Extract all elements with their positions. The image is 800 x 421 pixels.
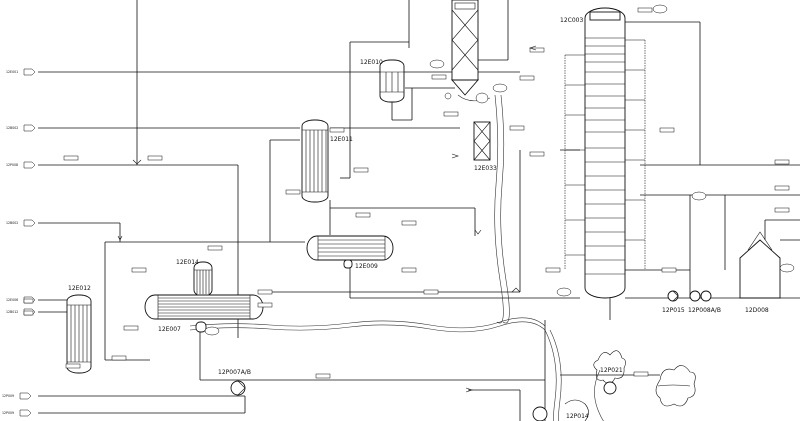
exchanger-12e012[interactable]: 12E012 bbox=[66, 285, 92, 374]
exchanger-12e033[interactable]: 12E033 bbox=[473, 121, 497, 172]
label-12e011: 12E011 bbox=[330, 136, 353, 143]
label-12c003: 12C003 bbox=[560, 17, 583, 24]
label-12e014: 12E014 bbox=[176, 259, 199, 266]
pump-12p007[interactable]: 12P007A/B bbox=[218, 369, 251, 396]
offpage-connectors: 12E001 12B002 12P008 12B002 12E006 12B01… bbox=[2, 68, 36, 417]
label-12e007: 12E007 bbox=[158, 326, 181, 333]
line-tags bbox=[23, 4, 795, 379]
label-12p015: 12P015 bbox=[662, 307, 685, 314]
label-12e009: 12E009 bbox=[355, 263, 378, 270]
label-12p008: 12P008A/B bbox=[688, 307, 721, 314]
column-12c003[interactable]: 12C003 bbox=[560, 7, 646, 299]
process-lines bbox=[38, 0, 800, 421]
exchanger-12e007[interactable]: 12E007 bbox=[144, 294, 264, 333]
offpage-12e001[interactable]: 12E001 bbox=[6, 68, 36, 76]
svg-text:12P009: 12P009 bbox=[2, 394, 14, 398]
pump-12p008[interactable]: 12P008A/B bbox=[688, 290, 721, 314]
offpage-12b002-a[interactable]: 12B002 bbox=[6, 124, 36, 132]
label-12e012: 12E012 bbox=[68, 285, 91, 292]
svg-text:12P009: 12P009 bbox=[2, 411, 14, 415]
label-12e010: 12E010 bbox=[360, 59, 383, 66]
offpage-12p009-a[interactable]: 12P009 bbox=[2, 392, 32, 400]
exchanger-12e010[interactable]: 12E010 bbox=[360, 59, 405, 103]
label-12p014: 12P014 bbox=[566, 413, 589, 420]
exchanger-12e011[interactable]: 12E011 bbox=[301, 119, 353, 203]
pump-12p021[interactable]: 12P021 bbox=[593, 350, 626, 395]
label-12d008: 12D008 bbox=[745, 307, 769, 314]
equipment-cloud-right bbox=[655, 365, 696, 407]
label-12e033: 12E033 bbox=[474, 165, 497, 172]
offpage-12b002-b[interactable]: 12B002 bbox=[6, 219, 36, 227]
pump-12p015[interactable]: 12P015 bbox=[662, 290, 685, 314]
steam-trace-lines bbox=[189, 94, 610, 421]
svg-text:12P008: 12P008 bbox=[6, 163, 18, 167]
drum-12d008[interactable]: 12D008 bbox=[739, 231, 781, 314]
offpage-12p009-b[interactable]: 12P009 bbox=[2, 409, 32, 417]
svg-text:12B002: 12B002 bbox=[6, 221, 18, 225]
flow-arrows bbox=[117, 45, 537, 393]
svg-text:12E001: 12E001 bbox=[6, 70, 18, 74]
label-12p007: 12P007A/B bbox=[218, 369, 251, 376]
exchanger-12e009[interactable]: 12E009 bbox=[306, 235, 394, 270]
pump-12p014[interactable]: 12P014 bbox=[532, 399, 589, 421]
svg-text:12B012: 12B012 bbox=[6, 310, 18, 314]
packed-tower[interactable] bbox=[451, 0, 479, 96]
offpage-12p008[interactable]: 12P008 bbox=[6, 161, 36, 169]
label-12p021: 12P021 bbox=[600, 367, 623, 374]
svg-text:12B002: 12B002 bbox=[6, 126, 18, 130]
svg-text:12E006: 12E006 bbox=[6, 298, 18, 302]
exchanger-12e014[interactable]: 12E014 bbox=[176, 259, 213, 297]
